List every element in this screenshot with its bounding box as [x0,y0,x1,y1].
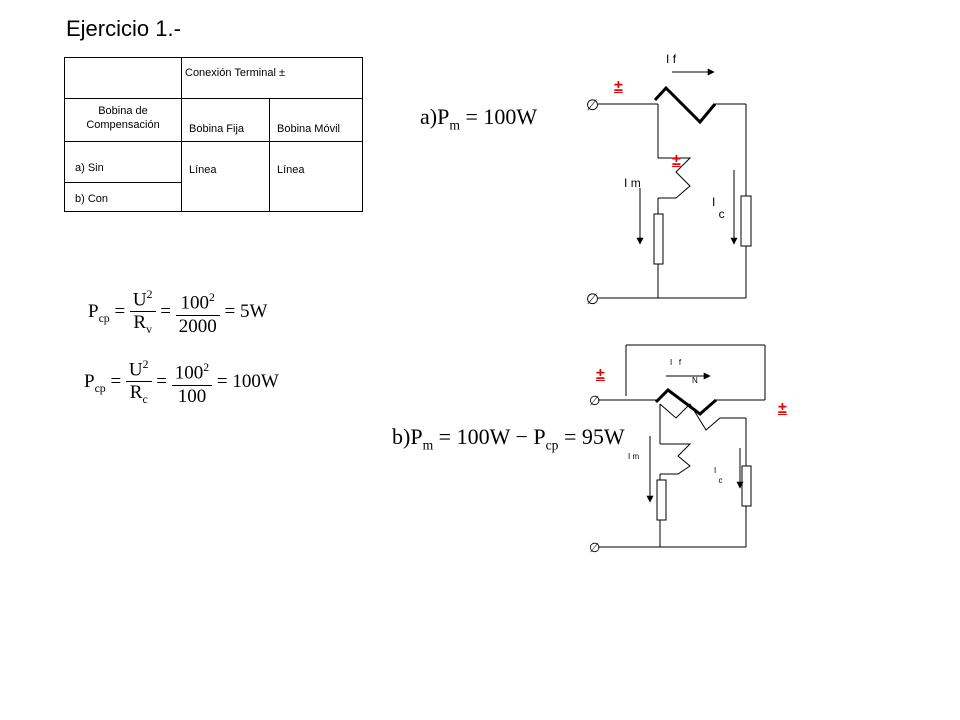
label-ic: I c [712,195,725,221]
label-im: I m [624,176,641,190]
table-header-group: Conexión Terminal ± [185,67,285,79]
table-divider [65,98,362,99]
table-header-movil: Bobina Móvil [277,123,340,135]
formula-pm-a: a)Pm = 100W [420,104,538,133]
terminal-bottom: ∅ [586,291,600,308]
connection-table: Conexión Terminal ± Bobina de Compensaci… [64,57,363,212]
resistor-rv [653,213,664,265]
terminal-top: ∅ [586,97,600,114]
formula-result: 100W [232,370,279,392]
resistor-rc [740,195,752,247]
table-cell-fija: Línea [189,164,217,176]
resistor-rc [741,465,752,507]
label-ic: I c [714,466,723,485]
resistor-rv [656,479,667,521]
formula-result: 5W [239,300,268,322]
current-coil [654,388,717,416]
table-row-b: b) Con [75,193,109,205]
formula-fraction: 1002 100 [171,357,213,407]
compensation-coil [659,403,746,431]
polarity-mark-compensation: ± [778,400,787,417]
terminal-top: ∅ [589,393,601,408]
label-im: I m [628,452,640,461]
polarity-mark-current: ± [614,78,623,95]
polarity-mark-current: ± [596,366,605,383]
label-if: I f [670,358,682,367]
circuit-a [598,68,752,299]
voltage-coil [660,443,692,475]
page-title: Ejercicio 1.- [66,16,181,41]
formula-fraction: U2 Rv [129,284,156,341]
formula-lhs: Pcp [84,370,106,395]
circuit-b [598,344,766,548]
table-divider [181,58,182,211]
current-coil [653,85,717,125]
table-header-fija: Bobina Fija [189,123,245,135]
voltage-coil [658,157,692,199]
table-divider [65,182,181,183]
formula-fraction: 1002 2000 [175,287,220,337]
formula-lhs: Pcp [88,300,110,325]
table-divider [65,141,362,142]
label-if: I f [666,52,677,66]
table-row-a: a) Sin [75,162,104,174]
formula-fraction: U2 Rc [125,354,152,411]
table-header-compensacion: Bobina de Compensación [86,105,160,131]
label-n: N [692,376,698,385]
formula-pm-b: b)Pm = 100W − Pcp = 95W [392,424,625,453]
terminal-bottom: ∅ [589,540,601,555]
table-divider [269,98,270,211]
table-cell-movil: Línea [277,164,305,176]
formula-pcp-voltmeter: Pcp = U2 Rv = 1002 2000 = 5W [88,284,267,341]
formula-pcp-coil: Pcp = U2 Rc = 1002 100 = 100W [84,354,279,411]
polarity-mark-voltage: ± [672,152,681,169]
